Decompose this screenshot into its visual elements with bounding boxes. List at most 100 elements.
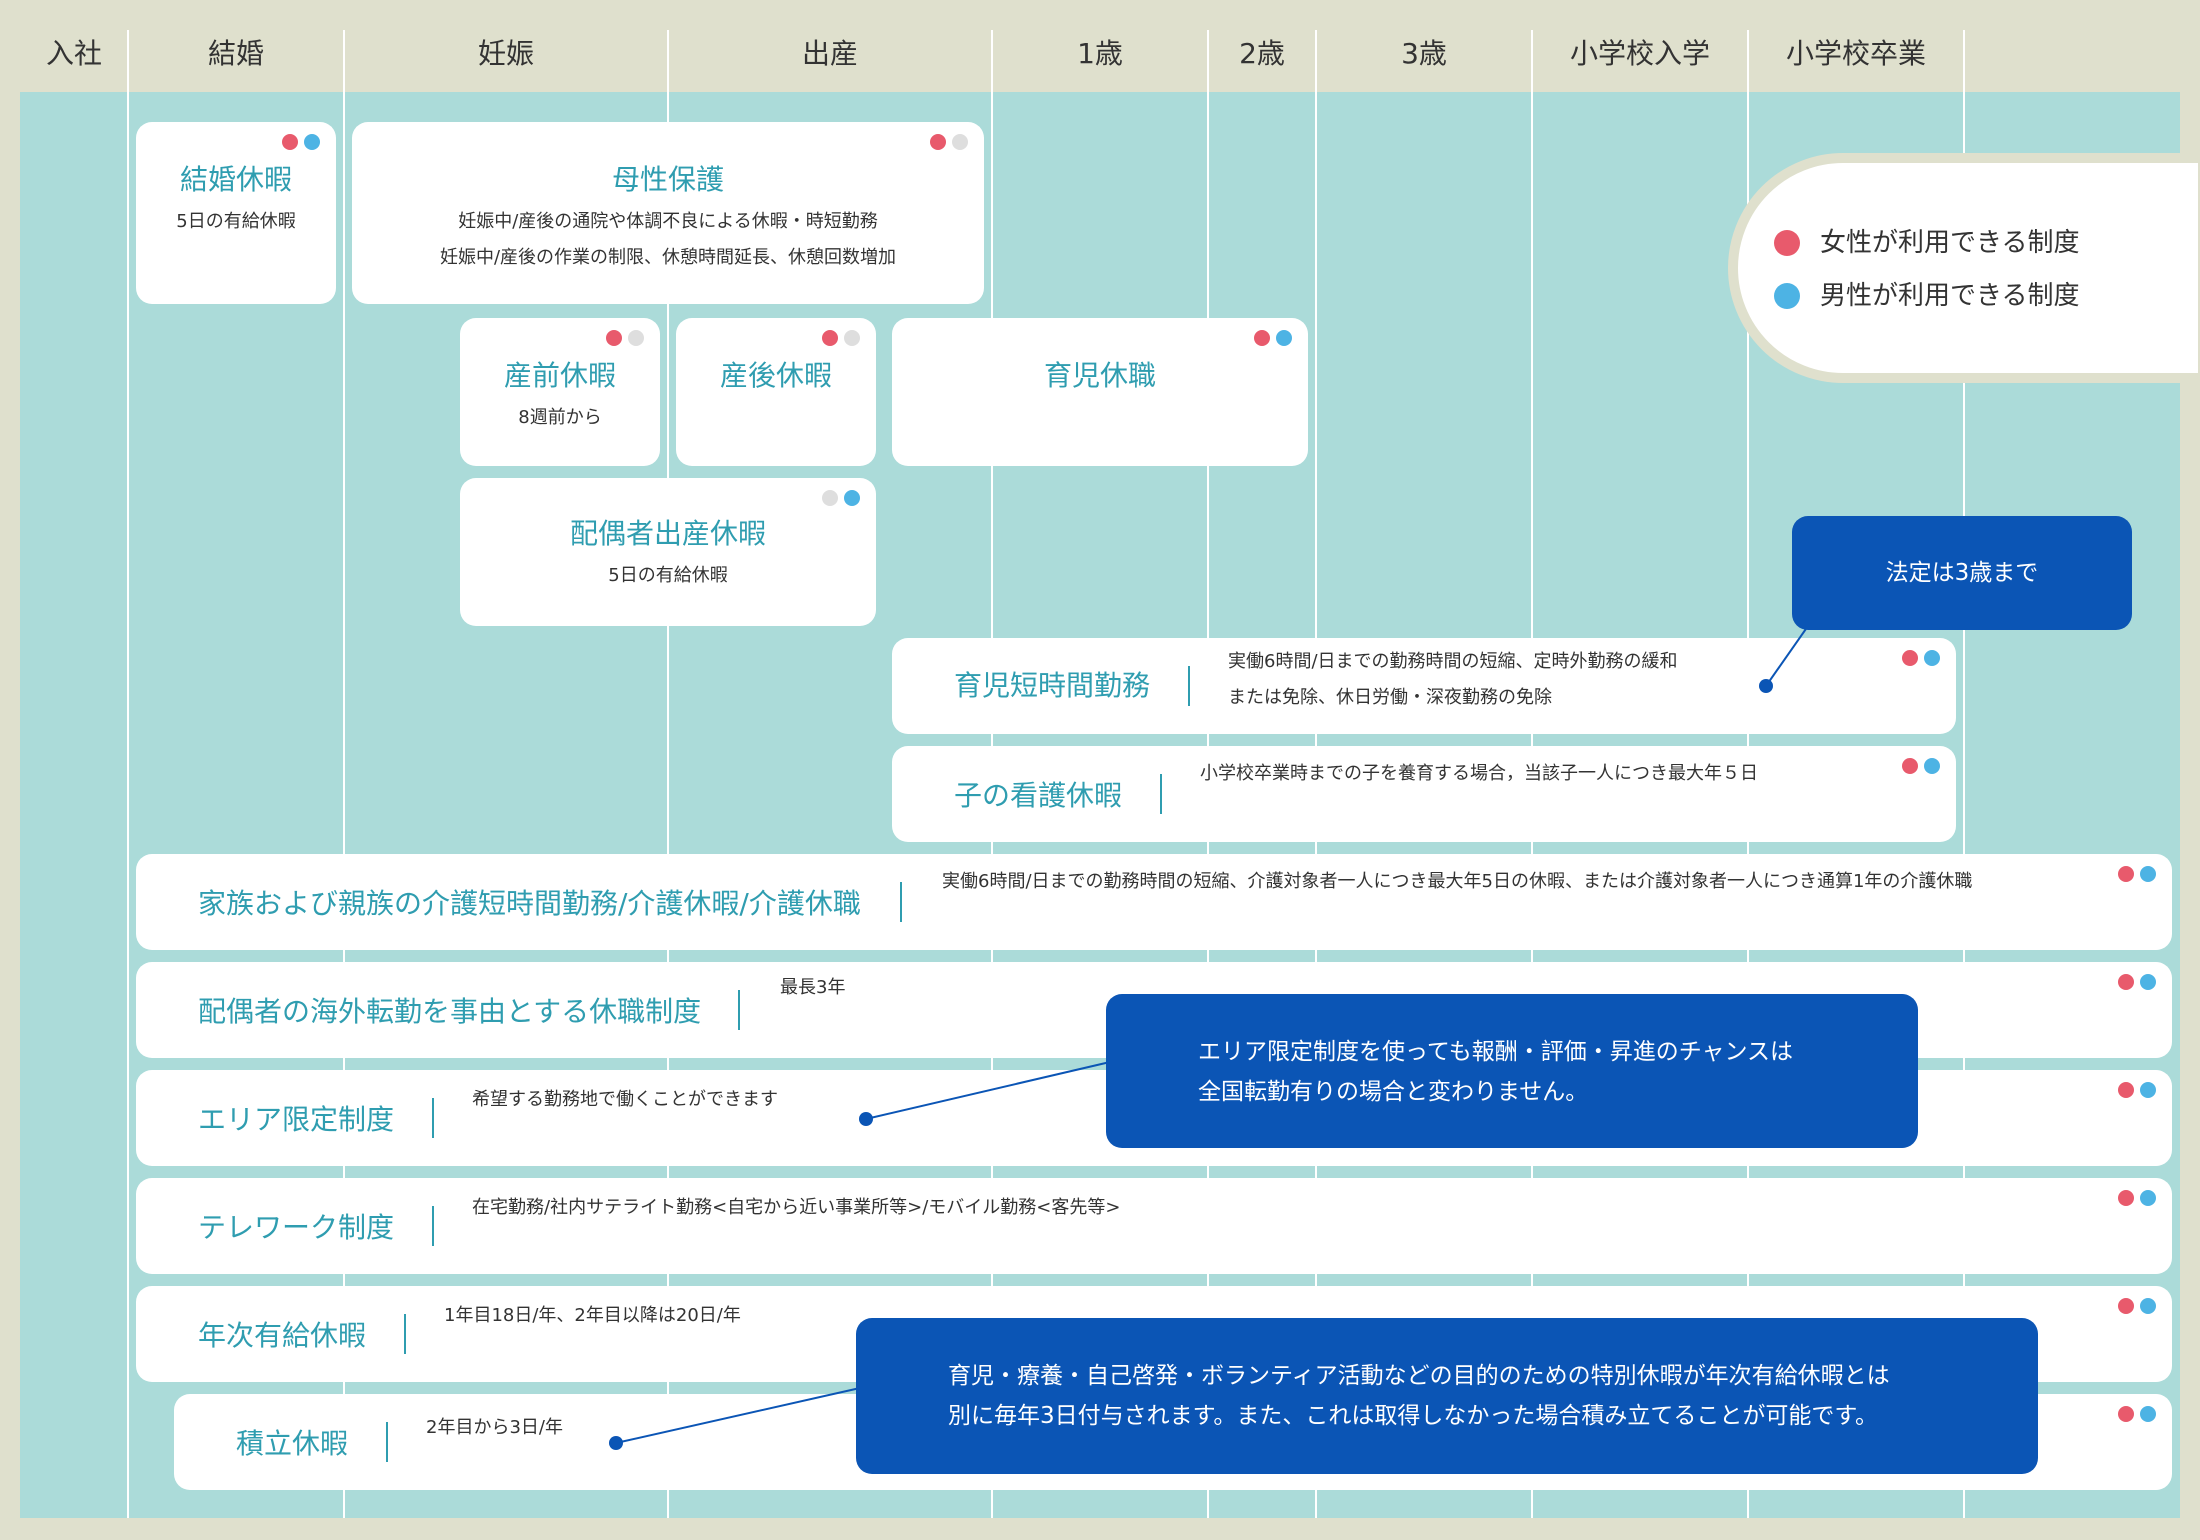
- timeline-label-age2: 2歳: [1239, 37, 1285, 70]
- connector-dot: [609, 1436, 623, 1450]
- eligibility-dots: [2118, 1298, 2156, 1314]
- timeline-divider: [1747, 30, 1749, 92]
- male-dot-icon: [2140, 1190, 2156, 1206]
- timeline-header: 入社 結婚 妊娠 出産 1歳 2歳 3歳 小学校入学 小学校卒業: [0, 0, 2200, 92]
- female-dot-icon: [2118, 866, 2134, 882]
- legend-female-label: 女性が利用できる制度: [1820, 228, 2080, 258]
- card-title: 育児休職: [1043, 359, 1156, 392]
- callout-text: 全国転勤有りの場合と変わりません。: [1198, 1079, 1589, 1105]
- row-description: 実働6時間/日までの勤務時間の短縮、介護対象者一人につき最大年5日の休暇、または…: [942, 871, 1973, 892]
- callout-text: 法定は3歳まで: [1885, 560, 2039, 586]
- timeline-divider: [991, 30, 993, 92]
- row-separator: [1160, 774, 1162, 814]
- row-description: 希望する勤務地で働くことができます: [472, 1089, 778, 1110]
- connector-dot: [1759, 679, 1773, 693]
- eligibility-dots: [2118, 974, 2156, 990]
- row-description: 最長3年: [780, 977, 846, 998]
- eligibility-dots: [822, 490, 860, 506]
- row-separator: [386, 1422, 388, 1462]
- male-dot-icon: [1924, 650, 1940, 666]
- row-separator: [404, 1314, 406, 1354]
- male-dot-icon: [1276, 330, 1292, 346]
- female-dot-icon: [1902, 758, 1918, 774]
- female-dot-icon: [930, 134, 946, 150]
- row-title: 家族および親族の介護短時間勤務/介護休暇/介護休職: [198, 887, 861, 920]
- male-dot-icon: [628, 330, 644, 346]
- card-subtitle: 5日の有給休暇: [608, 565, 728, 586]
- row-description: 1年目18日/年、2年目以降は20日/年: [444, 1305, 741, 1326]
- card-title: 結婚休暇: [179, 163, 292, 196]
- row-family-care: 家族および親族の介護短時間勤務/介護休暇/介護休職 実働6時間/日までの勤務時間…: [136, 854, 2172, 950]
- eligibility-dots: [2118, 1406, 2156, 1422]
- card-spouse-birth-leave: 配偶者出産休暇 5日の有給休暇: [460, 478, 876, 626]
- row-title: 年次有給休暇: [198, 1319, 367, 1352]
- row-description: 小学校卒業時までの子を養育する場合，当該子一人につき最大年５日: [1200, 763, 1758, 784]
- male-dot-icon: [952, 134, 968, 150]
- female-dot-icon: [1254, 330, 1270, 346]
- timeline-divider: [1207, 30, 1209, 92]
- female-dot-icon: [2118, 1082, 2134, 1098]
- female-legend-dot-icon: [1774, 230, 1800, 256]
- female-dot-icon: [282, 134, 298, 150]
- male-dot-icon: [2140, 1082, 2156, 1098]
- timeline-label-pregnancy: 妊娠: [477, 37, 535, 70]
- row-separator: [900, 882, 902, 922]
- column-line: [1963, 92, 1965, 1518]
- male-dot-icon: [844, 330, 860, 346]
- column-line: [343, 92, 345, 1518]
- male-dot-icon: [2140, 974, 2156, 990]
- eligibility-dots: [822, 330, 860, 346]
- timeline-divider: [343, 30, 345, 92]
- timeline-label-age1: 1歳: [1077, 37, 1123, 70]
- eligibility-dots: [2118, 866, 2156, 882]
- column-line: [667, 92, 669, 1518]
- timeline-label-birth: 出産: [801, 37, 859, 70]
- female-dot-icon: [2118, 1406, 2134, 1422]
- male-dot-icon: [2140, 1406, 2156, 1422]
- callout-text: エリア限定制度を使っても報酬・評価・昇進のチャンスは: [1198, 1039, 1794, 1065]
- row-description: 在宅勤務/社内サテライト勤務<自宅から近い事業所等>/モバイル勤務<客先等>: [472, 1197, 1121, 1218]
- row-description: 2年目から3日/年: [426, 1417, 563, 1438]
- eligibility-dots: [2118, 1082, 2156, 1098]
- callout-legal-limit: 法定は3歳まで: [1792, 516, 2132, 630]
- male-dot-icon: [844, 490, 860, 506]
- connector-line: [1765, 625, 1809, 687]
- timeline-label-join: 入社: [45, 37, 103, 70]
- row-description: 実働6時間/日までの勤務時間の短縮、定時外勤務の緩和: [1228, 651, 1678, 672]
- card-prenatal-leave: 産前休暇 8週前から: [460, 318, 660, 466]
- male-legend-dot-icon: [1774, 283, 1800, 309]
- card-title: 産前休暇: [503, 359, 616, 392]
- legend-male-label: 男性が利用できる制度: [1820, 281, 2080, 311]
- timeline-label-elementary-graduation: 小学校卒業: [1785, 37, 1927, 70]
- eligibility-dots: [1902, 758, 1940, 774]
- row-title: 積立休暇: [236, 1427, 349, 1460]
- row-separator: [738, 990, 740, 1030]
- row-title: エリア限定制度: [198, 1103, 395, 1136]
- eligibility-dots: [606, 330, 644, 346]
- female-dot-icon: [606, 330, 622, 346]
- card-subtitle: 8週前から: [518, 407, 602, 428]
- legend: 女性が利用できる制度 男性が利用できる制度: [1728, 153, 2200, 383]
- eligibility-dots: [1254, 330, 1292, 346]
- card-subtitle: 5日の有給休暇: [176, 211, 296, 232]
- male-dot-icon: [304, 134, 320, 150]
- callout-text: 育児・療養・自己啓発・ボランティア活動などの目的のための特別休暇が年次有給休暇と…: [948, 1363, 1890, 1389]
- card-subtitle: 妊娠中/産後の作業の制限、休憩時間延長、休憩回数増加: [439, 247, 897, 268]
- callout-area-limited: エリア限定制度を使っても報酬・評価・昇進のチャンスは 全国転勤有りの場合と変わり…: [1106, 994, 1918, 1148]
- timeline-divider: [127, 30, 129, 92]
- row-child-nursing-leave: 子の看護休暇 小学校卒業時までの子を養育する場合，当該子一人につき最大年５日: [892, 746, 1956, 842]
- column-line: [127, 92, 129, 1518]
- card-title: 母性保護: [611, 163, 724, 196]
- female-dot-icon: [2118, 1190, 2134, 1206]
- female-dot-icon: [1902, 650, 1918, 666]
- timeline-label-elementary-entry: 小学校入学: [1569, 37, 1711, 70]
- female-dot-icon: [2118, 974, 2134, 990]
- eligibility-dots: [282, 134, 320, 150]
- row-title: 配偶者の海外転勤を事由とする休職制度: [198, 995, 702, 1028]
- row-separator: [432, 1098, 434, 1138]
- timeline-divider: [1315, 30, 1317, 92]
- eligibility-dots: [2118, 1190, 2156, 1206]
- female-dot-icon: [822, 490, 838, 506]
